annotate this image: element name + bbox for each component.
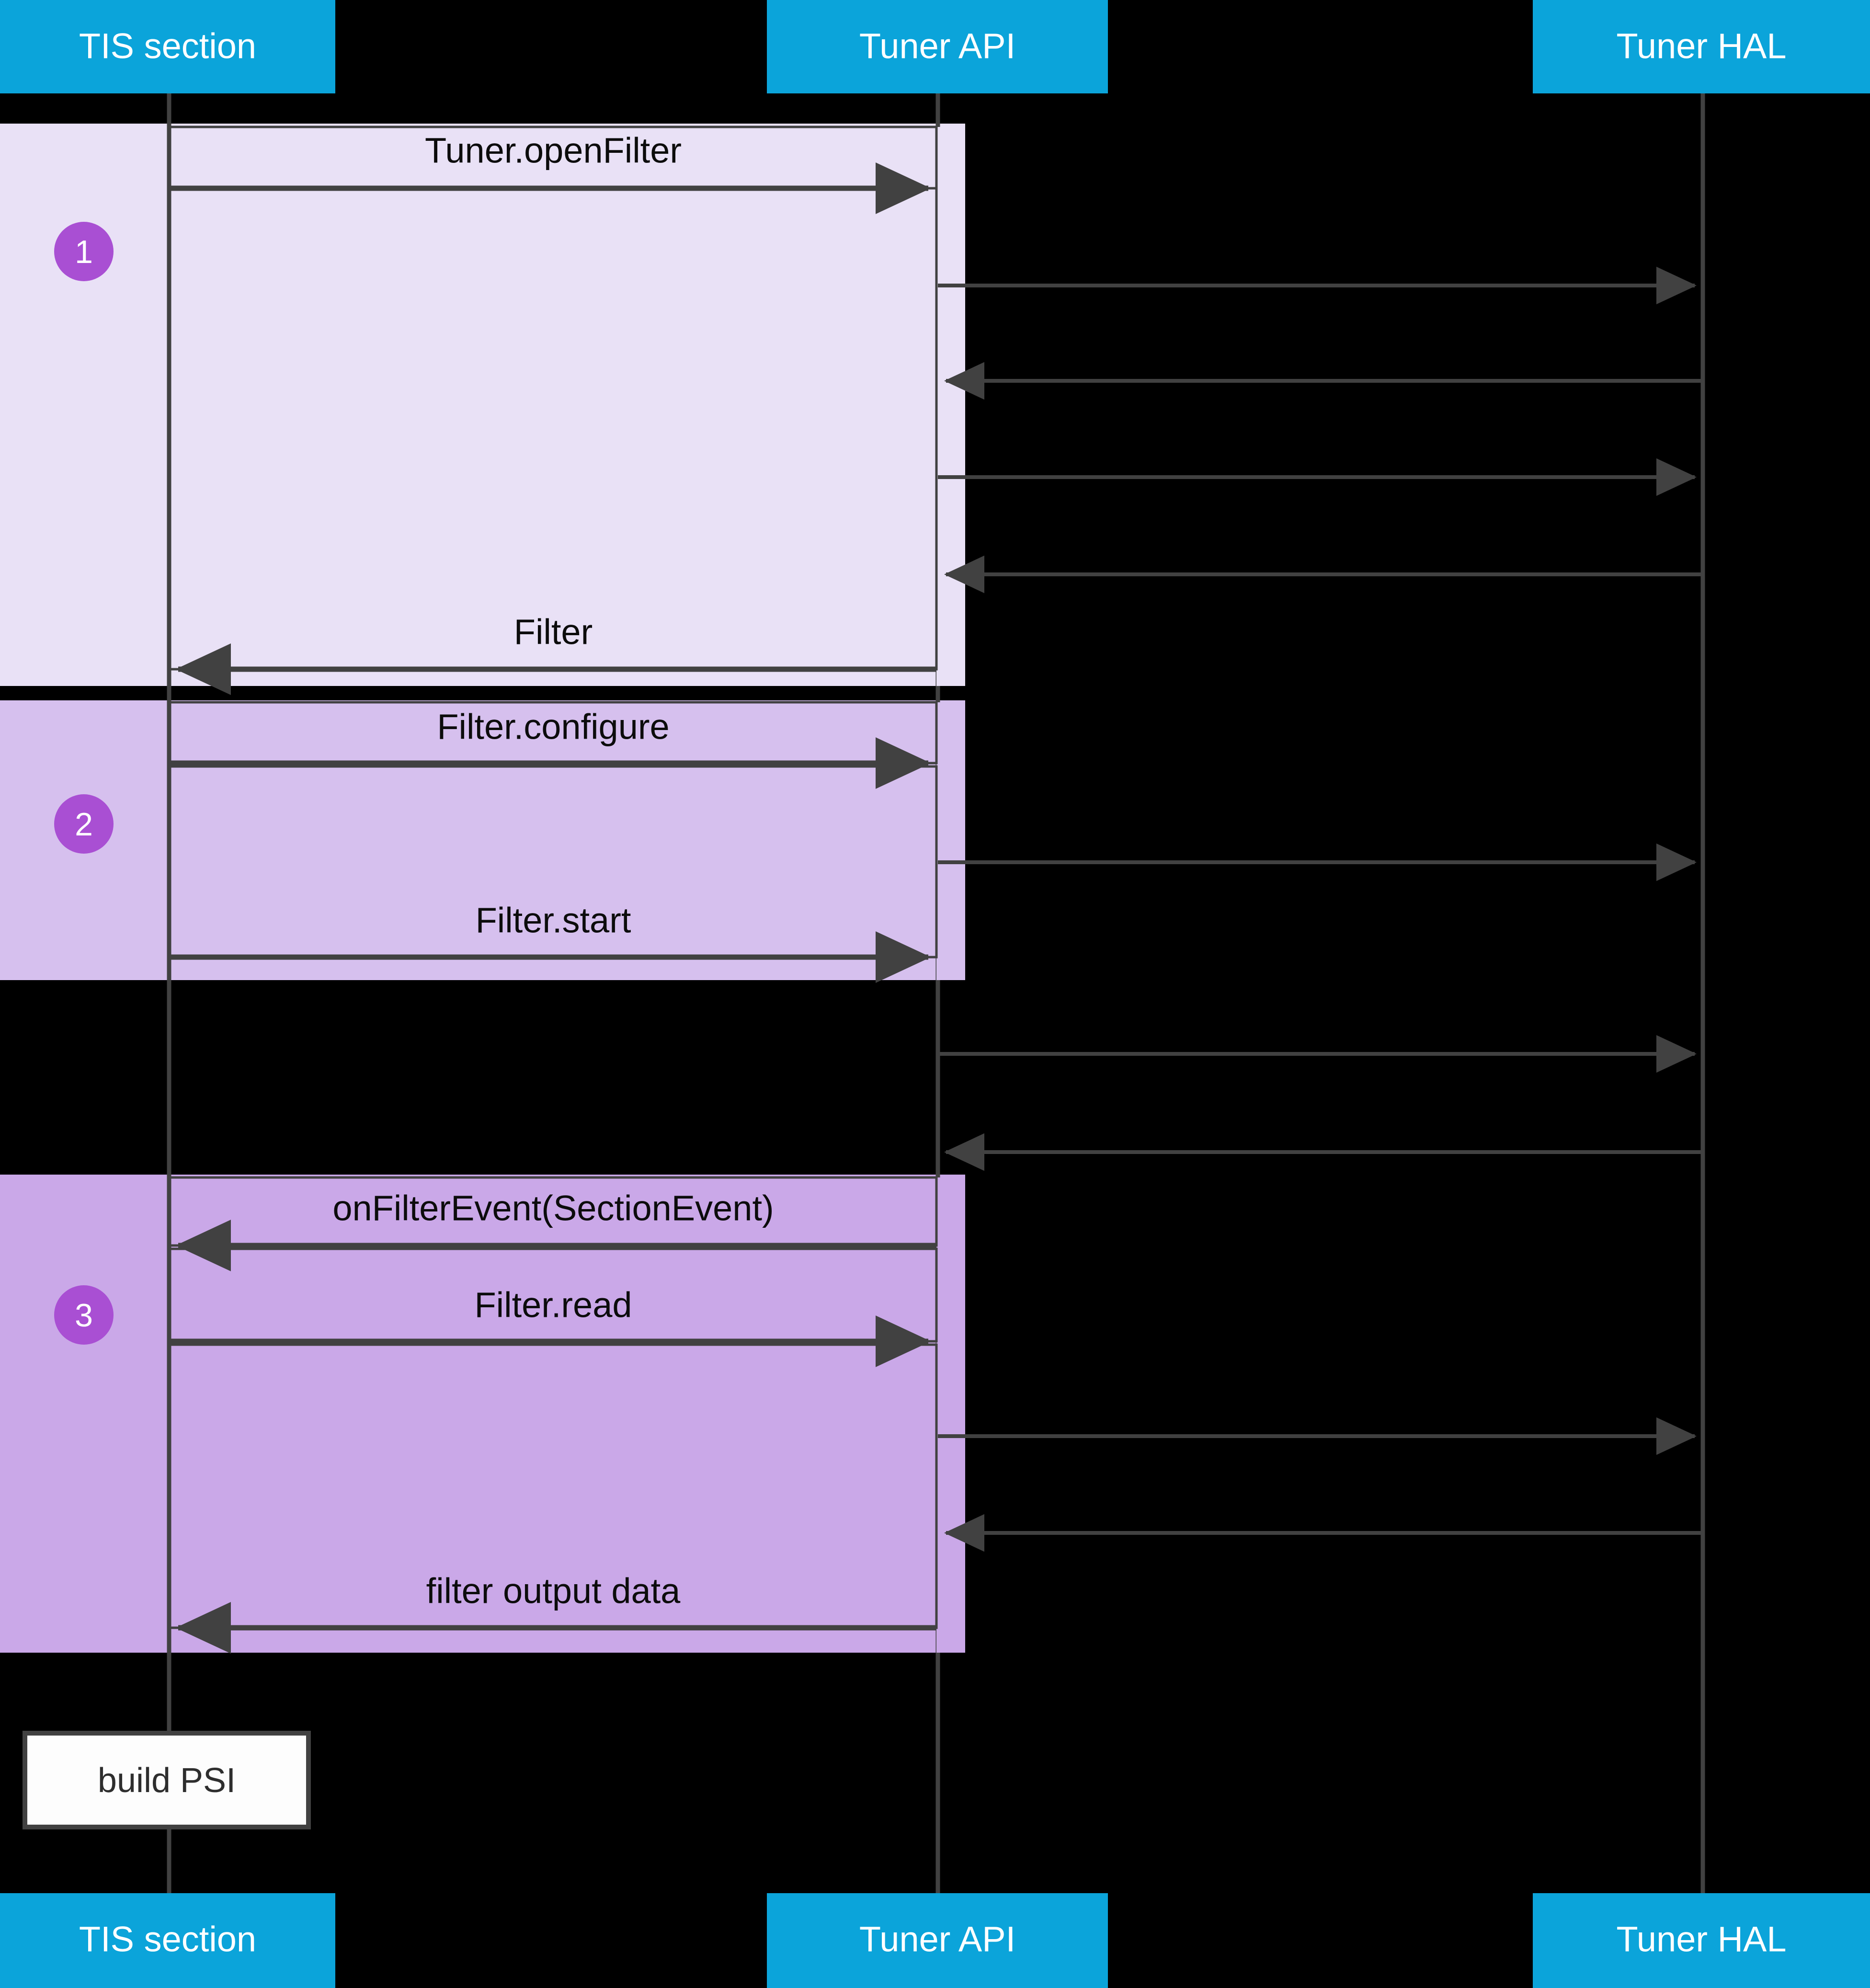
message-label-filter-output-data: filter output data: [426, 1571, 681, 1611]
step-band-2: [0, 700, 965, 980]
step-badge-3-number: 3: [75, 1297, 93, 1334]
message-label-filter-start: Filter.start: [476, 901, 631, 940]
message-label-tuner-openfilter: Tuner.openFilter: [425, 131, 682, 171]
step-band-3: [0, 1175, 965, 1653]
actor-header-tis-section[interactable]: [0, 0, 335, 93]
message-label-filter-read: Filter.read: [474, 1285, 632, 1325]
actor-footer-tis-section[interactable]: [0, 1893, 335, 1988]
actor-header-label-tuner-hal: Tuner HAL: [1616, 26, 1786, 66]
step-badge-2-circle: [54, 794, 114, 854]
step-band-1: [0, 124, 965, 686]
actor-header-label-tuner-api: Tuner API: [859, 26, 1015, 66]
actor-header-tuner-hal[interactable]: [1533, 0, 1870, 93]
actor-header-tuner-api[interactable]: [767, 0, 1108, 93]
note-build-psi-label: build PSI: [98, 1761, 236, 1800]
activation-bar-api-step2: [936, 702, 965, 980]
actor-footer-tuner-api[interactable]: [767, 1893, 1108, 1988]
activation-bar-api-step3: [936, 1177, 965, 1653]
actor-footer-label-tuner-api: Tuner API: [859, 1919, 1015, 1959]
step-badge-1-circle: [54, 222, 114, 281]
message-label-filter-configure: Filter.configure: [437, 707, 669, 747]
actor-footer-label-tuner-hal: Tuner HAL: [1616, 1919, 1786, 1959]
actor-header-label-tis-section: TIS section: [79, 26, 256, 66]
step-badge-2-number: 2: [75, 806, 93, 843]
step-badge-3-circle: [54, 1285, 114, 1345]
message-label-onfilterevent: onFilterEvent(SectionEvent): [332, 1188, 774, 1228]
step-badge-1-number: 1: [75, 234, 93, 270]
activation-bar-api-step1: [936, 127, 965, 686]
note-build-psi-box: [23, 1731, 311, 1829]
actor-footer-tuner-hal[interactable]: [1533, 1893, 1870, 1988]
actor-footer-label-tis-section: TIS section: [79, 1919, 256, 1959]
message-label-filter-return: Filter: [514, 612, 593, 652]
